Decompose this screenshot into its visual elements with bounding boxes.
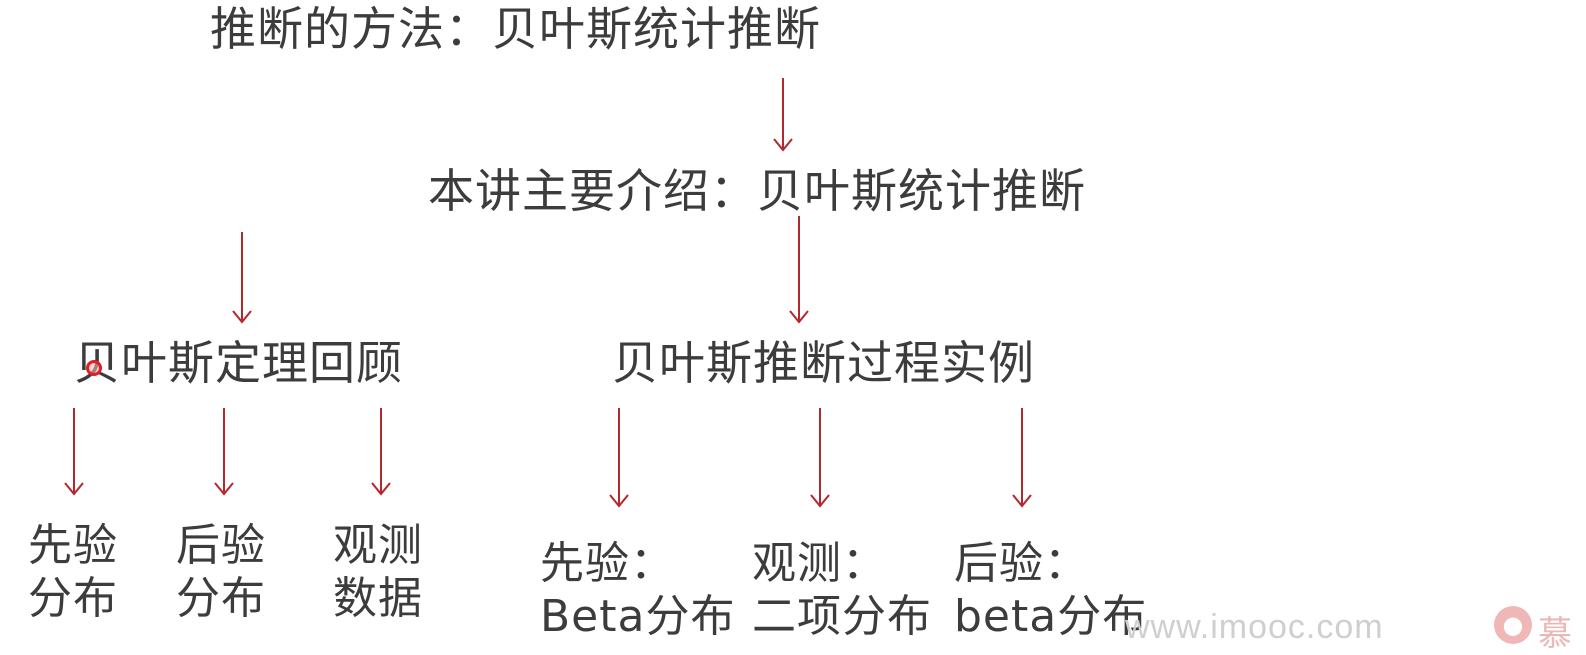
lecture-title: 本讲主要介绍：贝叶斯统计推断 xyxy=(428,164,1086,218)
leaf-line: 先验： xyxy=(540,538,675,589)
leaf-line: 二项分布 xyxy=(752,590,932,642)
leaf-line: 后验： xyxy=(954,538,1089,589)
left-branch-title: 贝叶斯定理回顾 xyxy=(74,336,403,390)
leaf-line: beta分布 xyxy=(954,590,1148,642)
leaf-prior-beta: 先验： Beta分布 xyxy=(540,538,735,644)
arrow-down-icon xyxy=(1012,408,1032,508)
arrow-down-icon xyxy=(64,408,84,496)
leaf-posterior-beta: 后验： beta分布 xyxy=(954,538,1147,644)
leaf-line: 观测 xyxy=(333,520,423,571)
leaf-observed-data: 观测 数据 xyxy=(333,520,423,626)
cursor-pointer-icon xyxy=(86,360,102,376)
watermark-logo-text: 慕 xyxy=(1538,614,1572,654)
leaf-posterior-distribution: 后验 分布 xyxy=(176,520,266,626)
leaf-line: 后验 xyxy=(176,520,266,571)
arrow-down-icon xyxy=(810,408,830,508)
leaf-line: 先验 xyxy=(28,520,118,571)
arrow-down-icon xyxy=(609,408,629,508)
watermark-site: www.imooc.com xyxy=(1125,608,1384,646)
leaf-observation-binomial: 观测： 二项分布 xyxy=(752,538,932,644)
arrow-down-icon xyxy=(773,78,793,152)
leaf-line: 分布 xyxy=(28,572,118,624)
method-title: 推断的方法：贝叶斯统计推断 xyxy=(210,2,821,56)
right-branch-title: 贝叶斯推断过程实例 xyxy=(612,336,1035,390)
leaf-line: 数据 xyxy=(333,572,423,624)
leaf-line: Beta分布 xyxy=(540,590,736,642)
arrow-down-icon xyxy=(232,232,252,324)
leaf-line: 分布 xyxy=(176,572,266,624)
flame-logo-icon: ● xyxy=(1494,606,1532,644)
arrow-down-icon xyxy=(789,216,809,324)
arrow-down-icon xyxy=(214,408,234,496)
arrow-down-icon xyxy=(371,408,391,496)
leaf-prior-distribution: 先验 分布 xyxy=(28,520,118,626)
leaf-line: 观测： xyxy=(752,538,887,589)
